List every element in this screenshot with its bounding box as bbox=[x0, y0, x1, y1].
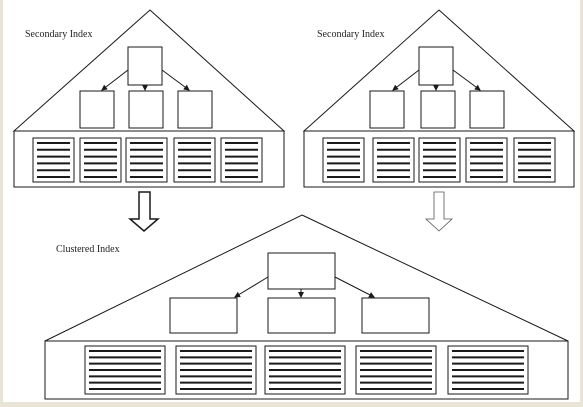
left-link-3 bbox=[161, 69, 190, 91]
clustered-tree-roof bbox=[44, 214, 569, 342]
clustered-link-3 bbox=[334, 276, 375, 298]
left-secondary-index-tree: Secondary Index bbox=[12, 9, 286, 188]
right-leaf-page-4 bbox=[465, 137, 508, 183]
left-link-1 bbox=[101, 69, 129, 91]
clustered-leaf-page-2 bbox=[175, 345, 257, 395]
clustered-leaf-page-1 bbox=[84, 345, 166, 395]
right-leaf-page-2 bbox=[372, 137, 415, 183]
diagram-canvas: Secondary Index Secondary Index bbox=[12, 9, 576, 400]
right-root-node bbox=[418, 46, 454, 86]
left-leaf-pages bbox=[32, 137, 263, 183]
left-root-node bbox=[127, 46, 163, 86]
left-child-node-1 bbox=[79, 90, 115, 129]
left-leaf-page-2 bbox=[79, 137, 122, 183]
right-secondary-index-tree: Secondary Index bbox=[302, 9, 576, 188]
clustered-child-node-1 bbox=[169, 297, 238, 334]
clustered-link-1 bbox=[234, 276, 269, 298]
right-child-node-2 bbox=[420, 90, 456, 129]
clustered-leaf-page-5 bbox=[447, 345, 529, 395]
clustered-child-node-3 bbox=[361, 297, 430, 334]
clustered-leaf-pages bbox=[84, 345, 529, 395]
right-link-1 bbox=[392, 69, 420, 91]
clustered-index-tree: Clustered Index bbox=[44, 214, 569, 400]
right-child-node-1 bbox=[369, 90, 405, 129]
left-leaf-page-1 bbox=[32, 137, 75, 183]
left-leaf-page-3 bbox=[125, 137, 168, 183]
left-down-arrow bbox=[127, 191, 161, 232]
clustered-leaf-page-4 bbox=[355, 345, 437, 395]
left-leaf-level bbox=[13, 130, 285, 188]
clustered-root-node bbox=[267, 252, 336, 290]
clustered-tree-label: Clustered Index bbox=[56, 244, 120, 255]
right-leaf-pages bbox=[322, 137, 556, 183]
left-child-node-2 bbox=[128, 90, 164, 129]
right-leaf-page-5 bbox=[513, 137, 556, 183]
clustered-leaf-level bbox=[44, 340, 569, 400]
left-tree-label: Secondary Index bbox=[25, 29, 92, 40]
right-child-node-3 bbox=[469, 90, 505, 129]
right-tree-label: Secondary Index bbox=[317, 29, 384, 40]
left-child-node-3 bbox=[177, 90, 213, 129]
left-leaf-page-4 bbox=[173, 137, 216, 183]
right-leaf-page-3 bbox=[418, 137, 461, 183]
right-leaf-level bbox=[303, 130, 575, 188]
index-structure-diagram: Secondary Index Secondary Index bbox=[3, 0, 580, 402]
clustered-child-node-2 bbox=[267, 297, 336, 334]
right-down-arrow-hollow bbox=[424, 191, 454, 232]
left-leaf-page-5 bbox=[220, 137, 263, 183]
right-link-3 bbox=[452, 69, 481, 91]
clustered-leaf-page-3 bbox=[264, 345, 346, 395]
right-leaf-page-1 bbox=[322, 137, 365, 183]
